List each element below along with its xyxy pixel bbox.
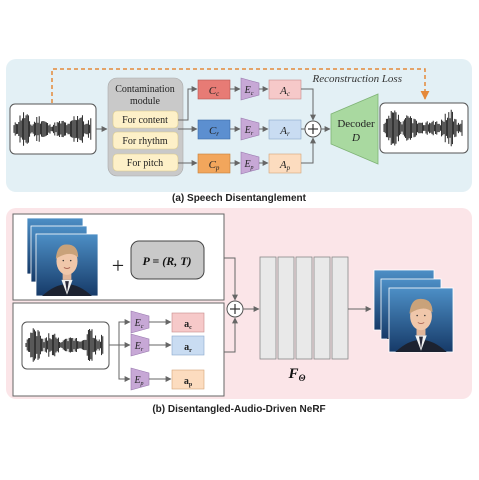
nerf-rhythm-encoder-shape [130,333,150,357]
nerf-content-encoder-shape [130,310,150,334]
contamination-item-rhythm [112,131,179,150]
pitch-encoder-shape [240,151,260,175]
pose-formula: P = (R, T) [142,254,191,268]
nerf-content-feature-label: ac [184,319,192,331]
nerf-network: FΘ [259,256,349,383]
network-layer [331,256,349,360]
contamination-module: Contamination module For content For rhy… [107,77,184,177]
contamination-title-line1: Contamination [115,84,174,95]
nerf-rhythm-encoder-label: Er [134,341,144,353]
pitch-representation-label: Ap [279,159,291,172]
decoder-symbol: D [351,132,360,144]
nerf-rhythm-feature-box [171,335,205,356]
audio-to-pitch-encoder-arrow [118,345,131,382]
panel-speech-disentanglement: Reconstruction Loss Contamination module… [6,59,472,204]
nerf-rhythm-feature-label: ar [184,342,192,354]
nerf-pitch-encoder-shape [130,367,150,391]
decoder-shape [330,93,379,165]
content-encoder-label: Ec [244,85,254,97]
content-branch: Cc Ec Ac [197,77,302,101]
pose-box [130,240,205,280]
input-waveform [9,103,97,155]
contamination-item-content-label: For content [122,115,168,126]
content-code-label: Cc [209,85,220,98]
rhythm-representation-label: Ar [279,125,290,138]
nerf-pitch-feature-label: ap [184,376,193,388]
panel-audio-driven-nerf: + P = (R, T) Ec ac Er ar Ep [6,208,472,415]
reconstruction-loss-arrow [51,68,430,103]
content-route-arrow [178,86,198,121]
contamination-title-line2: module [130,96,161,107]
caption-panel-a: (a) Speech Disentanglement [172,193,307,204]
nerf-pitch-branch: Ep ap [130,367,205,391]
content-encoder-shape [240,77,260,101]
nerf-rhythm-branch: Er ar [130,333,205,357]
contamination-item-pitch-label: For pitch [127,158,163,169]
waveform-icon [25,328,104,362]
content-representation-label: Ac [279,85,291,98]
portrait-frames-output [373,269,454,353]
merge-plus-icon [226,300,244,318]
rhythm-encoder-label: Er [244,125,254,137]
plus-symbol: + [112,253,124,278]
nerf-content-branch: Ec ac [130,310,205,334]
image-pose-to-merge-arrow [224,257,238,301]
content-to-sum-arrow [301,88,316,121]
network-layer [295,256,313,360]
decoder-label: Decoder [337,118,375,130]
nerf-pitch-encoder-label: Ep [133,375,143,387]
sum-plus-icon [304,120,322,138]
audio-to-merge-arrow [224,317,238,353]
waveform-icon [383,109,463,147]
nerf-content-encoder-label: Ec [134,318,144,330]
nerf-pitch-feature-box [171,369,205,390]
network-label: FΘ [288,366,306,383]
contamination-item-rhythm-label: For rhythm [122,136,168,147]
portrait-frame [388,287,454,353]
pitch-to-sum-arrow [301,137,316,164]
portrait-frames-input [26,217,99,297]
rhythm-branch: Cr Er Ar [197,117,302,141]
caption-panel-b: (b) Disentangled-Audio-Driven NeRF [152,404,325,415]
portrait-frame [35,233,99,297]
output-waveform [379,102,469,154]
nerf-content-feature-box [171,312,205,333]
rhythm-encoder-shape [240,117,260,141]
pitch-code-label: Cp [209,159,220,172]
pitch-branch: Cp Ep Ap [197,151,302,175]
pitch-encoder-label: Ep [243,159,253,171]
reconstruction-loss-label: Reconstruction Loss [311,73,402,85]
network-layer [313,256,331,360]
rhythm-code-label: Cr [209,125,219,138]
network-layer [277,256,295,360]
waveform-icon [13,112,92,146]
network-layer [259,256,277,360]
